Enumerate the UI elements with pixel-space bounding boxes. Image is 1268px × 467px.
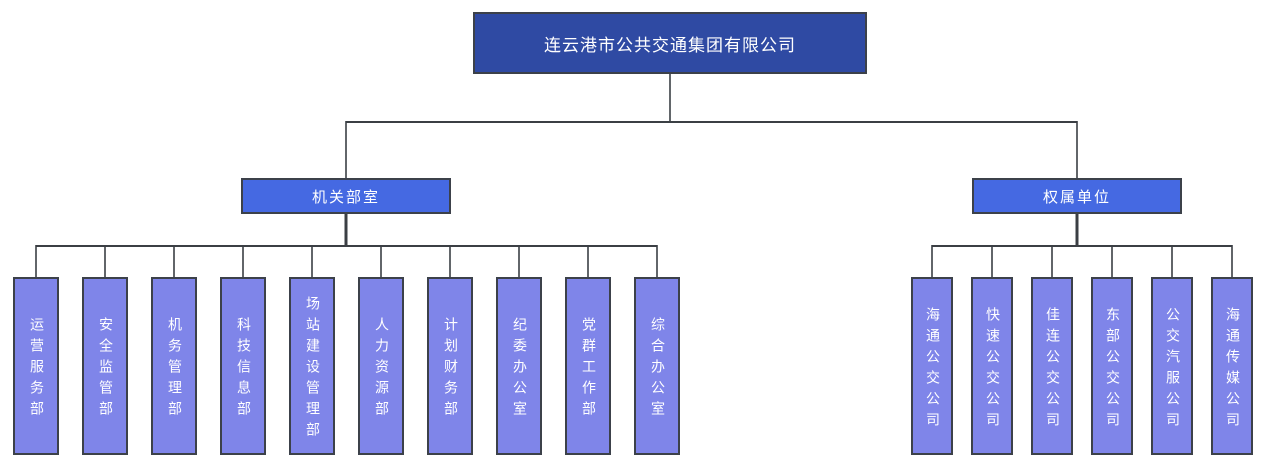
subsidiary-node[interactable]: 公交汽服公司 [1151,277,1193,455]
subsidiary-label: 海通传媒公司 [1224,306,1240,433]
department-node[interactable]: 运营服务部 [13,277,59,455]
department-label: 党群工作部 [580,317,596,422]
department-node[interactable]: 计划财务部 [427,277,473,455]
department-node[interactable]: 科技信息部 [220,277,266,455]
root-node-label: 连云港市公共交通集团有限公司 [544,35,796,56]
branch-node-label: 机关部室 [311,187,380,206]
department-node[interactable]: 人力资源部 [358,277,404,455]
department-label: 科技信息部 [235,317,251,422]
branch-node-departments[interactable]: 机关部室 [241,178,451,214]
department-label: 人力资源部 [373,317,389,422]
department-label: 综合办公室 [649,317,665,422]
branch-node-subsidiaries[interactable]: 权属单位 [972,178,1182,214]
subsidiary-label: 东部公交公司 [1104,306,1120,433]
subsidiary-label: 公交汽服公司 [1164,306,1180,433]
department-node[interactable]: 纪委办公室 [496,277,542,455]
subsidiary-label: 海通公交公司 [924,306,940,433]
department-node[interactable]: 党群工作部 [565,277,611,455]
department-label: 运营服务部 [28,317,44,422]
department-node[interactable]: 机务管理部 [151,277,197,455]
subsidiary-node[interactable]: 东部公交公司 [1091,277,1133,455]
subsidiary-label: 佳连公交公司 [1044,306,1060,433]
subsidiary-node[interactable]: 海通公交公司 [911,277,953,455]
root-node-company[interactable]: 连云港市公共交通集团有限公司 [473,12,867,74]
departments-group: 运营服务部 安全监管部 机务管理部 科技信息部 场站建设管理部 人力资源部 计划… [13,277,680,455]
subsidiary-node[interactable]: 海通传媒公司 [1211,277,1253,455]
department-node[interactable]: 综合办公室 [634,277,680,455]
subsidiary-label: 快速公交公司 [984,306,1000,433]
department-label: 安全监管部 [97,317,113,422]
department-label: 计划财务部 [442,317,458,422]
subsidiary-node[interactable]: 快速公交公司 [971,277,1013,455]
subsidiaries-group: 海通公交公司 快速公交公司 佳连公交公司 东部公交公司 公交汽服公司 海通传媒公… [911,277,1253,455]
department-label: 纪委办公室 [511,317,527,422]
department-node[interactable]: 场站建设管理部 [289,277,335,455]
subsidiary-node[interactable]: 佳连公交公司 [1031,277,1073,455]
branch-node-label: 权属单位 [1042,187,1111,206]
department-label: 场站建设管理部 [304,296,320,443]
department-node[interactable]: 安全监管部 [82,277,128,455]
department-label: 机务管理部 [166,317,182,422]
